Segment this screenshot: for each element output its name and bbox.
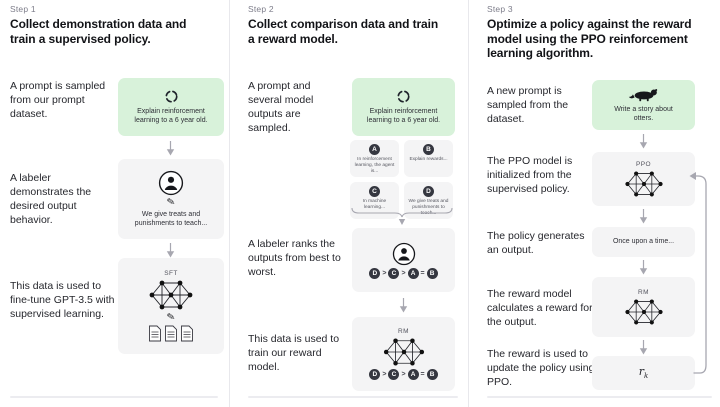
caption-finetune: This data is used to fine-tune GPT-3.5 w… [10, 280, 115, 320]
labeler-demo-box: ✎ We give treats and punishments to teac… [118, 159, 224, 239]
prompt-text: Explain reinforcement learning to a 6 ye… [134, 107, 208, 124]
labeler-person-icon [392, 242, 415, 265]
arrow-down-icon [166, 141, 175, 161]
rank-separator: = [420, 371, 425, 378]
caption-prompt-sampled: A prompt is sampled from our prompt data… [10, 80, 106, 120]
rank-item: B [426, 267, 438, 279]
caption-train-rm: This data is used to train our reward mo… [248, 333, 340, 373]
rm-model-box: RM [592, 277, 695, 337]
rm-label: RM [398, 328, 409, 335]
ranking-row: D > C > A = B [369, 267, 438, 279]
rank-separator: > [401, 371, 406, 378]
caption-outputs-sampled: A prompt and several model outputs are s… [248, 80, 314, 134]
output-option-b: B Explain rewards... [404, 140, 453, 177]
arrow-down-icon [399, 298, 408, 318]
arrow-down-icon [639, 260, 648, 280]
rank-separator: > [382, 269, 387, 277]
ppo-model-box: PPO [592, 152, 695, 206]
rm-label: RM [638, 288, 649, 296]
rank-separator: > [382, 371, 387, 378]
labeler-rank-box: D > C > A = B [352, 228, 455, 292]
otter-icon [628, 88, 657, 102]
option-text: In machine learning... [362, 199, 387, 210]
step-2-heading: Collect comparison data and train a rewa… [248, 17, 439, 46]
reward-value-box: rk [592, 356, 695, 390]
neural-network-icon [624, 170, 663, 197]
sft-model-box: SFT ✎ [118, 258, 224, 354]
policy-output-box: Once upon a time... [592, 227, 695, 257]
neural-network-icon [149, 280, 193, 310]
step-3-label: Step 3 [487, 4, 513, 14]
prompt-box: Explain reinforcement learning to a 6 ye… [352, 78, 455, 136]
rm-model-box: RM D > C > A = B [352, 317, 455, 391]
labeler-note: We give treats and punishments to teach.… [134, 210, 208, 227]
option-text: In reinforcement learning, the agent is.… [354, 157, 395, 174]
rank-item: C [388, 267, 400, 279]
pencil-icon: ✎ [165, 196, 176, 209]
documents-icon [149, 325, 193, 342]
output-text: Once upon a time... [612, 238, 675, 246]
column-divider [468, 0, 469, 407]
step-2-label: Step 2 [248, 4, 274, 14]
neural-network-icon [624, 298, 663, 325]
arrow-down-icon [639, 340, 648, 360]
caption-policy-output: The policy generates an output. [487, 230, 585, 256]
cycle-icon [397, 90, 410, 103]
step-1-heading: Collect demonstration data and train a s… [10, 17, 187, 46]
curly-brace-icon [350, 207, 454, 232]
arrow-down-icon [166, 243, 175, 263]
section-bottom-divider [487, 396, 712, 398]
column-divider [229, 0, 230, 407]
caption-reward-calc: The reward model calculates a reward for… [487, 288, 593, 328]
prompt-text: Explain reinforcement learning to a 6 ye… [366, 107, 441, 124]
feedback-loop-arrow [688, 170, 712, 387]
prompt-text: Write a story about otters. [614, 105, 673, 122]
step-3-heading: Optimize a policy against the reward mod… [487, 17, 692, 61]
output-option-a: A In reinforcement learning, the agent i… [350, 140, 399, 177]
section-bottom-divider [248, 396, 458, 398]
caption-labeler-demo: A labeler demonstrates the desired outpu… [10, 172, 92, 226]
cycle-icon [164, 90, 178, 103]
rank-item: D [369, 267, 381, 279]
rank-item: A [407, 267, 419, 279]
arrow-down-icon [639, 209, 648, 229]
step-1-label: Step 1 [10, 4, 36, 14]
rank-item: A [407, 369, 419, 380]
rank-separator: > [401, 269, 406, 277]
caption-new-prompt: A new prompt is sampled from the dataset… [487, 85, 569, 125]
rank-item: B [426, 369, 438, 380]
reward-value: rk [638, 365, 649, 381]
option-letter-badge: A [369, 144, 380, 155]
option-letter-badge: C [369, 186, 380, 197]
neural-network-icon [383, 338, 424, 366]
option-text: Explain rewards... [409, 157, 448, 162]
caption-reward-update: The reward is used to update the policy … [487, 348, 595, 388]
ranking-row: D > C > A = B [369, 369, 438, 380]
caption-ppo-init: The PPO model is initialized from the su… [487, 155, 573, 195]
labeler-person-icon [158, 170, 184, 196]
section-bottom-divider [10, 396, 218, 398]
ppo-label: PPO [636, 160, 651, 168]
prompt-box: Write a story about otters. [592, 80, 695, 130]
rank-item: D [369, 369, 381, 380]
rank-item: C [388, 369, 400, 380]
sft-label: SFT [164, 270, 178, 277]
option-letter-badge: B [423, 144, 434, 155]
prompt-box: Explain reinforcement learning to a 6 ye… [118, 78, 224, 136]
caption-labeler-ranks: A labeler ranks the outputs from best to… [248, 238, 341, 278]
rank-separator: = [420, 269, 425, 277]
pencil-icon: ✎ [165, 311, 176, 324]
arrow-down-icon [639, 134, 648, 154]
option-letter-badge: D [423, 186, 434, 197]
